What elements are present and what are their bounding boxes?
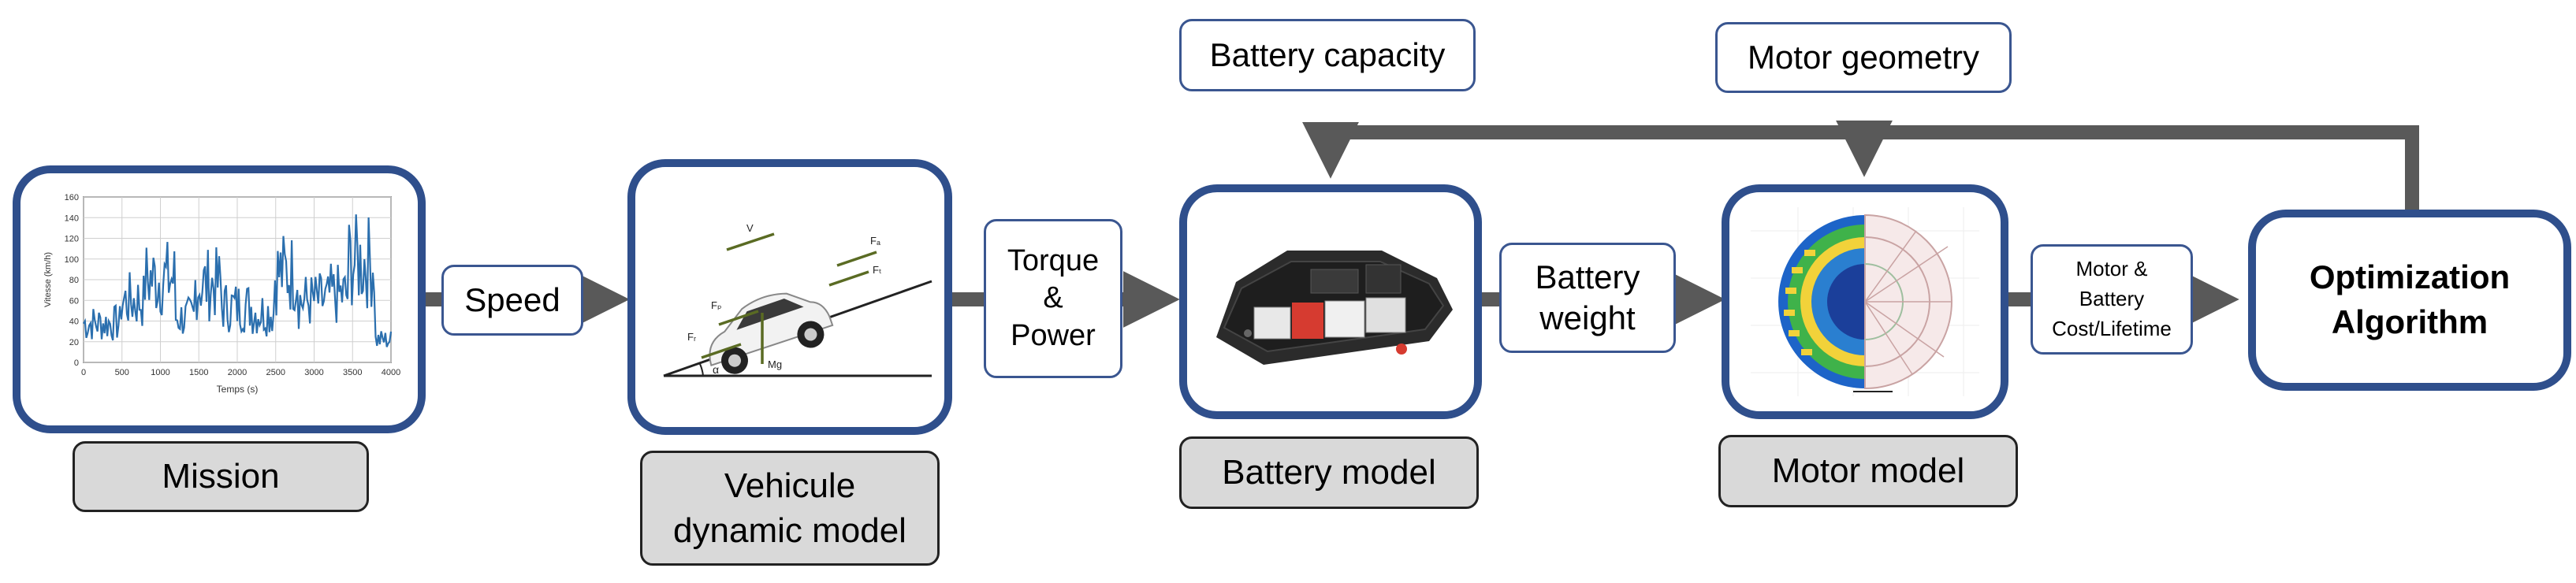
mission-xtick-label: 3500 — [343, 368, 362, 377]
motor-cross-section-figure — [1751, 207, 1979, 396]
motor-caption-text: Motor model — [1771, 451, 1965, 491]
mission-box: 0 500 1000 1500 2000 2500 3000 3500 4000 0 20 40 60… — [13, 165, 426, 433]
battery-caption: Battery model — [1179, 436, 1479, 509]
battery-weight-text: Battery weight — [1535, 258, 1640, 337]
motor-geometry-text: Motor geometry — [1747, 38, 1980, 76]
label-fp: Fₚ — [711, 299, 722, 311]
mission-ytick-label: 20 — [69, 338, 79, 347]
mission-ylabel: Vitesse (km/h) — [43, 252, 53, 307]
force-fa-arrow — [836, 251, 877, 267]
cost-lifetime-label: Motor & Battery Cost/Lifetime — [2031, 244, 2193, 355]
force-v-arrow — [726, 232, 775, 251]
label-ft: Fₜ — [873, 264, 882, 276]
label-mg: Mg — [768, 358, 782, 370]
optimization-algorithm-text: Optimization Algorithm — [2309, 258, 2511, 340]
vehicle-caption: Vehicule dynamic model — [640, 451, 940, 566]
battery-weight-label: Battery weight — [1499, 243, 1676, 353]
mission-speed-chart: 0 500 1000 1500 2000 2500 3000 3500 4000 0 20 40 60… — [43, 193, 400, 395]
torque-power-text: Torque & Power — [1007, 243, 1100, 352]
cost-lifetime-text: Motor & Battery Cost/Lifetime — [2052, 257, 2172, 340]
battery-model-box — [1179, 184, 1482, 419]
label-v: V — [746, 222, 754, 234]
mission-ytick-label: 60 — [69, 296, 79, 306]
mission-xtick-label: 2000 — [228, 368, 247, 377]
mission-xlabel: Temps (s) — [217, 384, 259, 395]
motor-model-box — [1722, 184, 2008, 419]
mission-ytick-label: 160 — [65, 193, 79, 202]
mission-ytick-label: 0 — [74, 358, 79, 368]
battery-capacity-text: Battery capacity — [1209, 35, 1446, 73]
mission-ytick-label: 100 — [65, 255, 79, 265]
mission-xtick-label: 3000 — [304, 368, 323, 377]
mission-speed-trace — [83, 214, 393, 347]
label-fa: Fₐ — [870, 235, 880, 247]
mission-caption: Mission — [73, 441, 369, 512]
mission-xtick-label: 2500 — [266, 368, 285, 377]
mission-xtick-label: 500 — [115, 368, 129, 377]
battery-caption-text: Battery model — [1222, 453, 1436, 492]
mission-ytick-label: 40 — [69, 317, 79, 327]
label-alpha: α — [713, 363, 719, 376]
force-fp-arrow — [718, 310, 759, 326]
mission-ytick-label: 140 — [65, 214, 79, 223]
motor-caption: Motor model — [1718, 435, 2018, 507]
vehicle-caption-text: Vehicule dynamic model — [673, 466, 906, 550]
mission-ytick-label: 120 — [65, 235, 79, 244]
force-ft-arrow — [828, 270, 869, 287]
mission-caption-text: Mission — [162, 457, 280, 496]
vehicle-model-box: V Fₐ Fᵣ Fₜ Fₚ Mg α — [627, 159, 952, 435]
car-body — [709, 292, 834, 374]
force-fr-arrow — [701, 343, 742, 359]
torque-power-label: Torque & Power — [984, 219, 1122, 378]
motor-geometry-label: Motor geometry — [1715, 22, 2012, 93]
speed-signal-text: Speed — [464, 280, 560, 318]
mission-ytick-label: 80 — [69, 276, 79, 285]
mission-xtick-label: 1000 — [151, 368, 169, 377]
battery-capacity-label: Battery capacity — [1179, 19, 1476, 91]
mission-xtick-label: 1500 — [189, 368, 208, 377]
speed-signal-label: Speed — [441, 265, 583, 336]
optimization-algorithm-box: Optimization Algorithm — [2248, 210, 2571, 391]
mission-xtick-label: 0 — [81, 368, 86, 377]
vehicle-force-figure: V Fₐ Fᵣ Fₜ Fₚ Mg α — [663, 222, 932, 377]
mission-xtick-label: 4000 — [382, 368, 400, 377]
label-fr: Fᵣ — [687, 331, 696, 343]
battery-pack-figure — [1216, 251, 1453, 365]
